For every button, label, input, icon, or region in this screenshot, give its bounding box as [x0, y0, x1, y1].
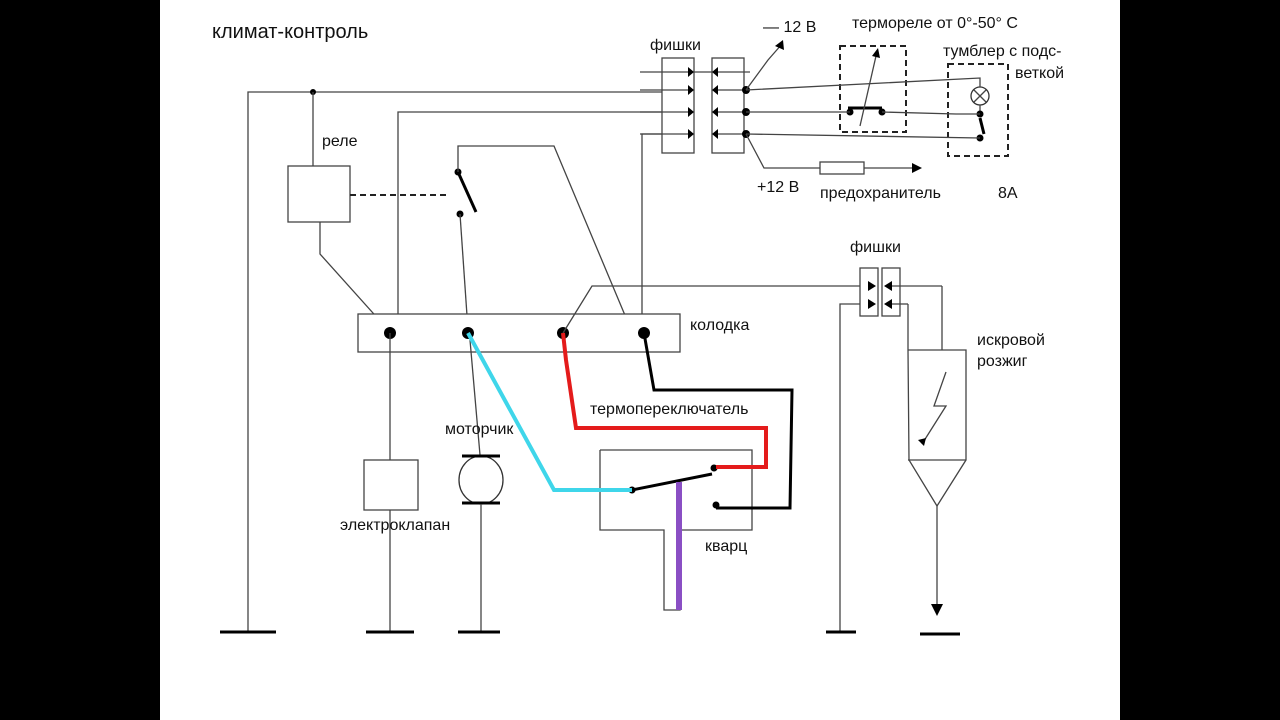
red-wire	[561, 332, 768, 469]
thermorelay-box	[839, 45, 907, 133]
relay-to-motor-pin	[459, 213, 469, 331]
spark-label-1: искровой	[977, 332, 1045, 349]
thermorelay-label: термореле от 0°-50° С	[852, 15, 1018, 32]
connector-left-right	[859, 267, 879, 317]
fuse-rating-label: 8А	[998, 185, 1018, 202]
relay-label: реле	[322, 133, 358, 150]
fuse-icon	[819, 161, 865, 175]
thermoswitch-pin-top	[710, 464, 718, 472]
wire-to-toggle	[745, 133, 981, 139]
toggle-lever	[978, 117, 986, 135]
toggle-label-1: тумблер с подс-	[943, 43, 1062, 60]
relay-box	[287, 165, 351, 223]
spark-output-arrow	[931, 604, 943, 616]
spark-bolt-icon	[921, 371, 948, 445]
terminal-block	[357, 313, 681, 353]
black-wire	[642, 332, 794, 510]
motor-label: моторчик	[445, 421, 514, 438]
minus12-wire	[745, 43, 783, 91]
diagram-canvas: климат-контроль фишки — 12 В термореле о…	[160, 0, 1120, 720]
relay-to-block-wire	[319, 222, 391, 333]
electrovalve-box	[363, 459, 419, 511]
wire-to-lamp	[745, 77, 981, 91]
cyan-wire	[466, 332, 632, 492]
ground-rail-left	[247, 91, 662, 632]
valve-label: электроклапан	[340, 517, 450, 534]
plus12-wire	[745, 133, 820, 169]
lamp-cross-b	[973, 89, 987, 103]
thermoswitch-lever	[631, 472, 713, 492]
thermoswitch-label: термопереключатель	[590, 401, 748, 418]
connector-right-right	[881, 267, 901, 317]
terminal-block-label: колодка	[690, 317, 749, 334]
quartz-label: кварц	[705, 538, 747, 555]
fuse-label: предохранитель	[820, 185, 941, 202]
fuse-arrow	[912, 163, 922, 173]
spark-label-2: розжиг	[977, 353, 1028, 370]
wire-block4-to-connector	[641, 133, 662, 330]
connector-right-arrows	[868, 281, 942, 309]
toggle-box	[947, 63, 1009, 157]
toggle-label-2: веткой	[1015, 65, 1064, 82]
spark-ground-wire	[839, 303, 860, 632]
wire-to-spark-connector	[562, 285, 860, 334]
relay-contact-wire	[457, 145, 633, 333]
wire-thermorelay-toggle	[881, 111, 980, 115]
spark-unit	[907, 349, 967, 508]
wire-block-to-connector	[397, 111, 662, 320]
motor-feed-wire	[469, 339, 481, 456]
thermorelay-arrowhead	[872, 48, 880, 58]
relay-contact-lever	[456, 171, 478, 213]
connectors-top-label: фишки	[650, 37, 701, 54]
minus12-label: — 12 В	[763, 19, 816, 36]
wiring-diagram: климат-контроль фишки — 12 В термореле о…	[212, 15, 1064, 636]
plus12-label: +12 В	[757, 179, 799, 196]
minus12-arrow	[775, 40, 784, 50]
connectors-right-label: фишки	[850, 239, 901, 256]
motor-icon	[458, 455, 504, 505]
diagram-title: климат-контроль	[212, 21, 368, 43]
spark-bolt-arrowhead	[918, 438, 926, 446]
thermorelay-adjust-arrow	[859, 55, 877, 127]
